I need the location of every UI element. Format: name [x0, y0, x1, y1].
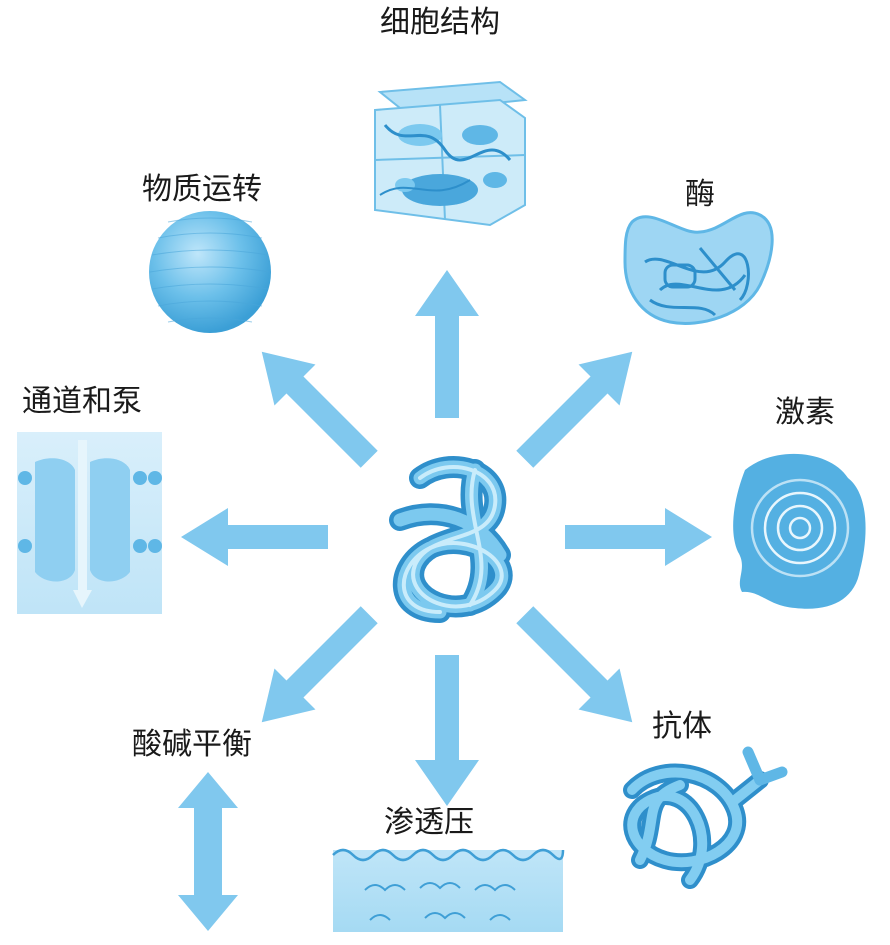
arrow-left: [181, 508, 328, 566]
label-hormone: 激素: [775, 395, 835, 430]
label-acid-base-balance: 酸碱平衡: [132, 727, 252, 762]
cell-structure-icon: [374, 80, 528, 227]
label-antibody: 抗体: [652, 709, 712, 744]
arrow-down-left: [261, 606, 378, 723]
arrow-up: [415, 270, 479, 418]
arrow-up-left: [261, 351, 378, 468]
label-transport: 物质运转: [142, 172, 262, 207]
hormone-icon: [733, 453, 866, 609]
label-osmotic-pressure: 渗透压: [384, 805, 474, 840]
enzyme-icon: [623, 211, 774, 325]
arrow-down-right: [516, 606, 633, 723]
arrow-up-right: [516, 351, 633, 468]
arrow-down: [415, 655, 479, 806]
label-channels-pumps: 通道和泵: [22, 384, 142, 419]
label-cell-structure: 细胞结构: [380, 5, 500, 40]
antibody-icon: [623, 746, 788, 889]
protein-coil-icon: [389, 456, 513, 623]
channel-pump-icon: [17, 432, 162, 614]
arrow-right: [565, 508, 712, 566]
transport-sphere-icon: [149, 211, 271, 333]
label-enzyme: 酶: [685, 177, 715, 212]
acid-base-double-arrow-icon: [178, 772, 238, 931]
osmotic-water-icon: [332, 848, 565, 932]
